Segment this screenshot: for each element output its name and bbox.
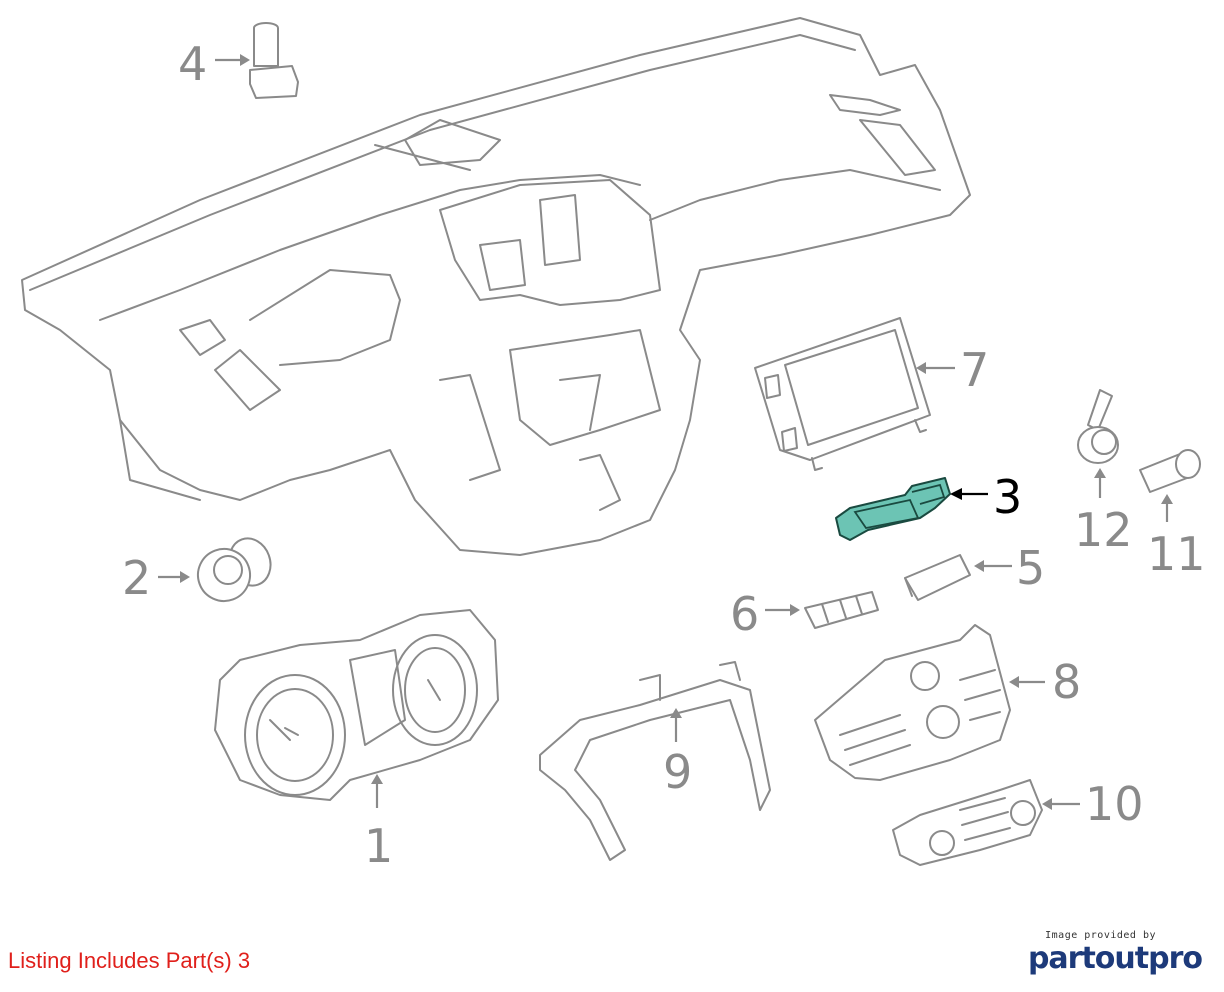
callout-9: 9 (663, 745, 692, 799)
part-7-display[interactable] (754, 317, 931, 471)
arrow-4 (215, 54, 250, 66)
callout-12: 12 (1074, 503, 1133, 557)
callout-7: 7 (960, 343, 989, 397)
part-6-switch-bank[interactable] (804, 591, 879, 629)
dashboard-panel (21, 17, 971, 556)
part-1-instrument-cluster[interactable] (214, 609, 499, 801)
part-9-bracket[interactable] (539, 661, 771, 861)
arrow-11 (1161, 494, 1173, 522)
arrow-10 (1042, 798, 1080, 810)
arrow-8 (1009, 676, 1045, 688)
arrow-7 (916, 362, 955, 374)
callout-arrows (158, 54, 1173, 810)
part-11-knob[interactable] (1139, 449, 1201, 493)
callout-1: 1 (364, 819, 393, 873)
credit-caption: Image provided by (1045, 930, 1156, 941)
part-5-switch[interactable] (904, 554, 971, 601)
callout-labels: 1 2 3 4 5 6 7 8 9 10 11 12 (122, 37, 1206, 873)
arrow-1 (371, 774, 383, 808)
callout-11: 11 (1147, 527, 1206, 581)
arrow-12 (1094, 468, 1106, 498)
part-12-button[interactable] (1077, 389, 1119, 464)
arrow-5 (974, 560, 1012, 572)
arrow-2 (158, 571, 190, 583)
callout-3: 3 (993, 470, 1022, 524)
callout-4: 4 (178, 37, 207, 91)
part-2-knob[interactable] (191, 533, 277, 609)
part-8-control-panel[interactable] (814, 624, 1011, 781)
callout-5: 5 (1016, 541, 1045, 595)
arrow-6 (765, 604, 800, 616)
part-10-climate-panel[interactable] (892, 779, 1043, 866)
partoutpro-logo: partoutpro (1027, 941, 1203, 976)
parts-diagram: 1 2 3 4 5 6 7 8 9 10 11 12 (21, 17, 1206, 873)
part-3-highlighted-module[interactable] (835, 477, 951, 541)
callout-10: 10 (1085, 777, 1144, 831)
image-credit: Image provided by partoutpro (1027, 930, 1203, 977)
arrow-9 (670, 708, 682, 742)
arrow-3 (950, 488, 988, 500)
callout-6: 6 (730, 587, 759, 641)
callout-2: 2 (122, 551, 151, 605)
part-4-switch[interactable] (249, 22, 299, 99)
callout-8: 8 (1052, 655, 1081, 709)
listing-includes-text: Listing Includes Part(s) 3 (8, 948, 251, 973)
